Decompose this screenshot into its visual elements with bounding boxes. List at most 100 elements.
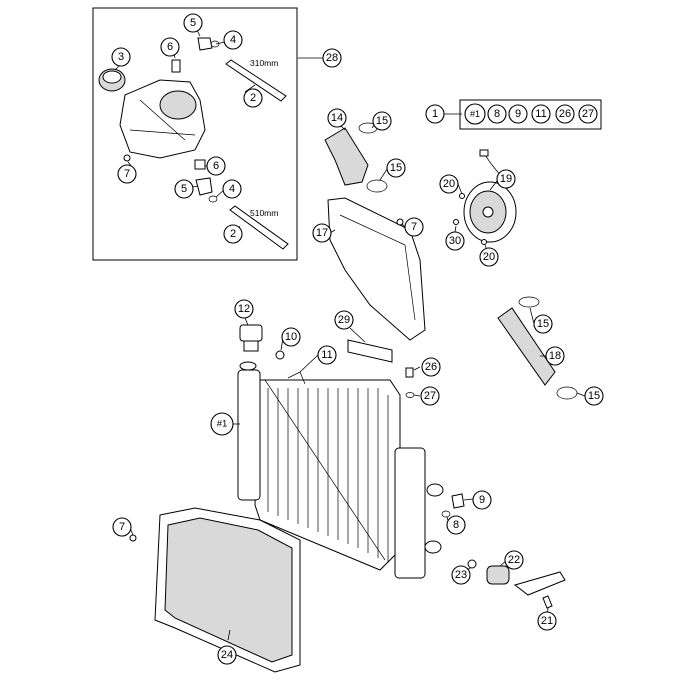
screw-7c xyxy=(129,534,137,542)
expansion-tank xyxy=(119,79,206,159)
callout-9: 9 xyxy=(472,490,492,510)
svg-text:17: 17 xyxy=(316,227,328,239)
callout-20a: 20 xyxy=(439,174,459,194)
svg-text:26: 26 xyxy=(425,361,437,373)
callout-23: 23 xyxy=(451,565,471,585)
hose-310 xyxy=(225,59,287,102)
kit-item-8: 8 xyxy=(487,104,507,124)
callout-3: 3 xyxy=(111,47,131,67)
callout-2a: 2 xyxy=(243,88,263,108)
svg-text:24: 24 xyxy=(221,649,233,661)
callout-26: 26 xyxy=(421,357,441,377)
callout-2b: 2 xyxy=(223,224,243,244)
svg-text:19: 19 xyxy=(500,173,512,185)
cooling-fan xyxy=(463,149,517,243)
callout-4a: 4 xyxy=(223,30,243,50)
svg-text:20: 20 xyxy=(483,251,495,263)
fitting-6a xyxy=(171,59,181,73)
temp-sensor-9 xyxy=(451,493,465,509)
screw-7b xyxy=(396,218,404,226)
callout-15c: 15 xyxy=(533,314,553,334)
svg-text:6: 6 xyxy=(167,41,173,53)
callout-15b: 15 xyxy=(386,158,406,178)
svg-text:11: 11 xyxy=(321,349,332,361)
callout-4b: 4 xyxy=(222,179,242,199)
svg-text:6: 6 xyxy=(213,160,219,172)
screw-30 xyxy=(453,219,459,225)
svg-text:7: 7 xyxy=(411,221,417,233)
svg-text:15: 15 xyxy=(390,162,402,174)
filler-neck xyxy=(239,324,263,371)
seal-ring-8 xyxy=(441,510,451,518)
fitting-5b xyxy=(195,177,213,196)
tank-cap xyxy=(98,68,126,92)
callout-5a: 5 xyxy=(183,13,203,33)
svg-text:4: 4 xyxy=(230,34,236,46)
svg-text:15: 15 xyxy=(588,390,600,402)
radiator-hose-18 xyxy=(497,307,556,386)
svg-text:1: 1 xyxy=(432,108,438,120)
callout-11: 11 xyxy=(317,345,337,365)
svg-text:7: 7 xyxy=(119,521,125,533)
radiator-inlet xyxy=(424,540,442,554)
callout-17: 17 xyxy=(312,223,332,243)
rubber-bush-22 xyxy=(486,565,510,585)
svg-text:7: 7 xyxy=(124,168,130,180)
screw-7a xyxy=(123,154,131,162)
callout-10: 10 xyxy=(281,327,301,347)
kit-item-26: 26 xyxy=(555,104,575,124)
svg-text:#1: #1 xyxy=(217,419,228,430)
kit-item-11: 11 xyxy=(531,104,551,124)
svg-text:14: 14 xyxy=(331,112,343,124)
svg-text:23: 23 xyxy=(455,569,467,581)
callout-7a: 7 xyxy=(117,164,137,184)
hose-clamp-15d xyxy=(556,386,578,400)
svg-text:18: 18 xyxy=(549,350,561,362)
radiator-outlet xyxy=(426,483,444,497)
callout-22: 22 xyxy=(504,550,524,570)
svg-text:27: 27 xyxy=(582,108,594,120)
screw-20b xyxy=(481,239,487,245)
radiator-grille xyxy=(154,507,301,673)
callout-5b: 5 xyxy=(174,179,194,199)
svg-text:28: 28 xyxy=(326,52,338,64)
svg-text:4: 4 xyxy=(229,183,235,195)
kit-box xyxy=(459,99,602,130)
bleed-screw-26 xyxy=(405,367,414,378)
clamp-4a xyxy=(210,40,220,48)
callout-20b: 20 xyxy=(479,247,499,267)
svg-text:2: 2 xyxy=(230,228,236,240)
seal-27 xyxy=(405,392,415,398)
callout-27: 27 xyxy=(420,386,440,406)
svg-text:12: 12 xyxy=(238,303,250,315)
callout-12: 12 xyxy=(234,299,254,319)
hose-510 xyxy=(229,205,289,250)
svg-text:27: 27 xyxy=(424,390,436,402)
callout-1: 1 xyxy=(425,104,445,124)
screw-21 xyxy=(542,595,553,609)
callout-30: 30 xyxy=(445,231,465,251)
callout-24: 24 xyxy=(217,645,237,665)
hose-clamp-15b xyxy=(366,179,388,193)
kit-item-9: 9 xyxy=(508,104,528,124)
hose-clamp-15c xyxy=(518,296,540,308)
svg-text:3: 3 xyxy=(118,51,124,63)
callout-28: 28 xyxy=(322,48,342,68)
hose-length-upper: 310mm xyxy=(250,58,278,68)
kit-item-1: #1 xyxy=(464,103,486,125)
svg-text:29: 29 xyxy=(338,314,350,326)
callout-15a: 15 xyxy=(372,111,392,131)
svg-text:8: 8 xyxy=(494,108,500,120)
svg-text:21: 21 xyxy=(541,615,553,627)
fitting-6b xyxy=(194,159,206,170)
svg-text:26: 26 xyxy=(559,108,571,120)
svg-text:11: 11 xyxy=(535,108,546,120)
svg-text:15: 15 xyxy=(376,115,388,127)
callout-6b: 6 xyxy=(206,156,226,176)
svg-text:5: 5 xyxy=(181,183,187,195)
svg-text:15: 15 xyxy=(537,318,549,330)
svg-text:8: 8 xyxy=(453,519,459,531)
radiator-hose-14 xyxy=(324,127,369,186)
fan-shroud xyxy=(327,197,426,341)
